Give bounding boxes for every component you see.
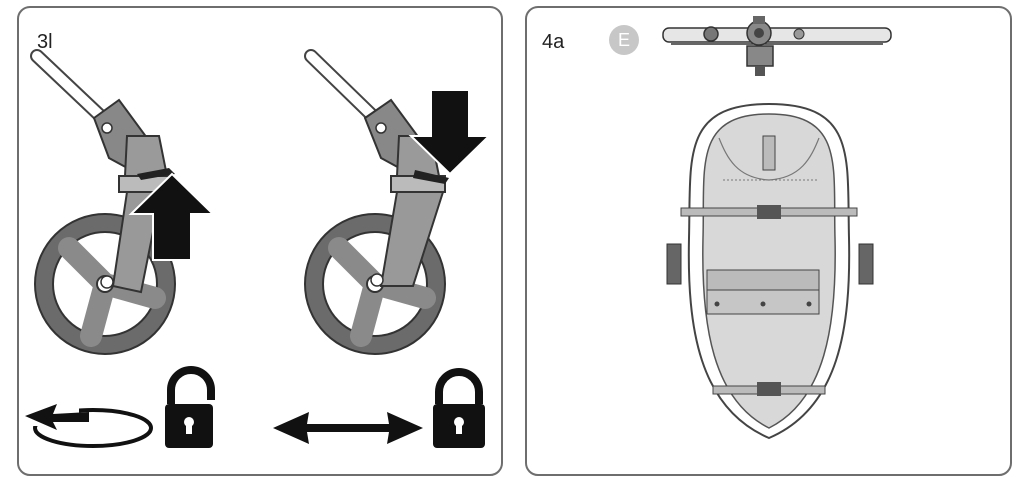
double-arrow-icon [273, 412, 423, 444]
step-3l-panel: 3l [17, 6, 503, 476]
locked-padlock-icon [433, 368, 485, 448]
rotate-arrow-icon [25, 404, 153, 448]
step-4a-panel: 4a E [525, 6, 1012, 476]
down-arrow-icon [408, 89, 492, 176]
unlocked-padlock-icon [165, 366, 215, 448]
step-3l-illustration [25, 49, 492, 448]
swivel-wheel-locked [304, 49, 449, 355]
up-arrow-icon [128, 172, 216, 261]
step-4a-illustration [662, 16, 892, 440]
carrycot-side-view [662, 16, 892, 76]
step-label-4a: 4a [542, 31, 565, 53]
swivel-wheel-unlocked [30, 49, 176, 355]
carrycot-top-view [666, 102, 874, 440]
step-label-3l: 3l [37, 31, 53, 53]
badge-e: E [609, 25, 639, 55]
